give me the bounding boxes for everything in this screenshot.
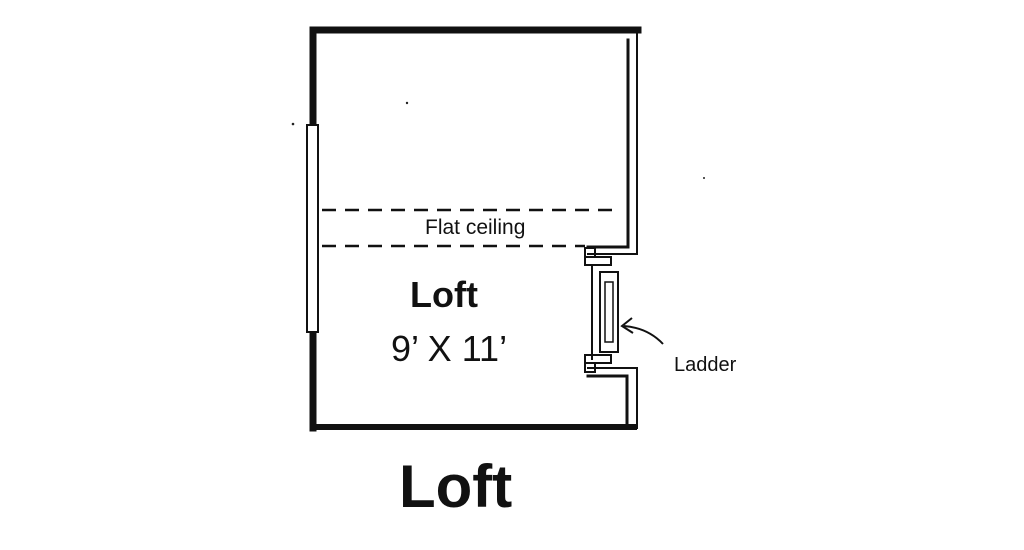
flat-ceiling-label: Flat ceiling xyxy=(425,216,525,239)
room-name: Loft xyxy=(410,274,478,315)
ladder-arrow-curve xyxy=(623,325,664,345)
speck xyxy=(291,122,295,126)
room-walls xyxy=(309,26,642,432)
ladder-arrow-head xyxy=(620,317,634,334)
window-frame xyxy=(306,124,319,333)
left-window xyxy=(306,124,319,333)
ladder-rail xyxy=(599,271,619,353)
hatch-corner-bottom-a xyxy=(584,362,596,373)
flat-ceiling-lines xyxy=(322,208,612,248)
ladder-label: Ladder xyxy=(674,354,737,376)
ladder-rail-inner xyxy=(604,281,614,343)
ladder-hatch xyxy=(584,247,619,373)
hatch-corner-bottom-b xyxy=(584,354,612,364)
hatch-corner-top-a xyxy=(584,247,596,258)
speck xyxy=(405,101,409,105)
hatch-corner-top-b xyxy=(584,256,612,266)
ladder-arrow xyxy=(620,317,664,345)
scan-specks xyxy=(291,101,705,179)
speck xyxy=(703,177,705,179)
plan-title: Loft xyxy=(399,453,512,520)
room-dimensions: 9’ X 11’ xyxy=(391,328,507,369)
